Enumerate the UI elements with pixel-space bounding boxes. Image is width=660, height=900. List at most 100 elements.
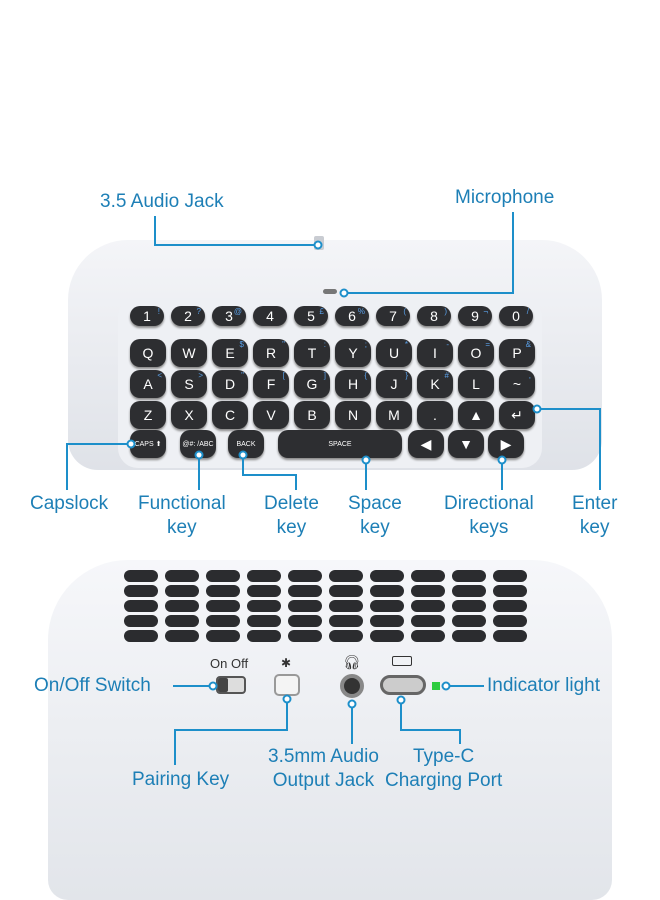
key-row1-9[interactable]: 0/ (499, 306, 533, 326)
key-label: J (390, 376, 398, 392)
key-row2-6[interactable]: U* (376, 339, 412, 367)
key-alt-label: > (198, 371, 203, 380)
key-label: R (265, 345, 277, 361)
key-row1-7[interactable]: 8) (417, 306, 451, 326)
key-row3-5[interactable]: H{ (335, 370, 371, 398)
key-row4-8[interactable]: ▲ (458, 401, 494, 429)
key-row2-1[interactable]: W (171, 339, 207, 367)
key-label: 5 (307, 308, 315, 324)
mini-key (493, 570, 527, 582)
key-row3-8[interactable]: L (458, 370, 494, 398)
key-row2-3[interactable]: R" (253, 339, 289, 367)
key-row1-2[interactable]: 3@ (212, 306, 246, 326)
key-label: 6 (348, 308, 356, 324)
label-line: key (579, 517, 610, 538)
key-row2-9[interactable]: P& (499, 339, 535, 367)
key-row2-5[interactable]: Y; (335, 339, 371, 367)
mini-key (493, 585, 527, 597)
mini-key (329, 630, 363, 642)
off-label: Off (230, 656, 249, 671)
key-left[interactable]: ◀ (408, 430, 444, 458)
mini-key (124, 570, 158, 582)
on-off-switch[interactable] (216, 676, 246, 694)
key-alt-label: # (444, 371, 449, 380)
key-row2-0[interactable]: Q (130, 339, 166, 367)
key-alt-label: ? (196, 307, 201, 316)
key-row4-5[interactable]: N (335, 401, 371, 429)
label-line: Type-C (412, 746, 475, 767)
key-row3-9[interactable]: ~, (499, 370, 535, 398)
key-row2-8[interactable]: O= (458, 339, 494, 367)
key-label: 1 (143, 308, 151, 324)
mini-key (329, 585, 363, 597)
key-row3-4[interactable]: G] (294, 370, 330, 398)
key-row1-8[interactable]: 9¬ (458, 306, 492, 326)
key-row4-4[interactable]: B (294, 401, 330, 429)
key-alt-label: ( (403, 307, 406, 316)
mini-key (288, 585, 322, 597)
key-alt-label: @ (233, 307, 242, 316)
mini-key (329, 600, 363, 612)
key-row2-7[interactable]: I- (417, 339, 453, 367)
mini-key (411, 585, 445, 597)
key-label: 4 (266, 308, 274, 324)
key-row4-0[interactable]: Z (130, 401, 166, 429)
key-label: T (307, 345, 317, 361)
key-row3-3[interactable]: F[ (253, 370, 289, 398)
callout-on-off-switch: On/Off Switch (34, 675, 151, 696)
mini-key (493, 615, 527, 627)
key-row1-6[interactable]: 7( (376, 306, 410, 326)
mini-key (329, 615, 363, 627)
key-label: D (224, 376, 236, 392)
mini-key (452, 585, 486, 597)
mini-key (206, 570, 240, 582)
key-row4-7[interactable]: . (417, 401, 453, 429)
key-alt-label: ] (323, 371, 326, 380)
mini-key (452, 615, 486, 627)
key-row1-3[interactable]: 4 (253, 306, 287, 326)
key-row1-0[interactable]: 1! (130, 306, 164, 326)
key-caps[interactable]: CAPS ⬆ (130, 430, 166, 458)
key-row4-1[interactable]: X (171, 401, 207, 429)
key-row3-0[interactable]: A< (130, 370, 166, 398)
key-label: V (266, 407, 276, 423)
key-row2-2[interactable]: E$ (212, 339, 248, 367)
callout-capslock: Capslock (30, 493, 109, 514)
key-label: ◀ (420, 435, 432, 452)
key-label: N (347, 407, 359, 423)
key-back[interactable]: BACK (228, 430, 264, 458)
callout-indicator-light: Indicator light (487, 675, 601, 696)
key-row3-6[interactable]: J} (376, 370, 412, 398)
key-label: ~ (512, 376, 522, 392)
key-row4-6[interactable]: M (376, 401, 412, 429)
key-row1-1[interactable]: 2? (171, 306, 205, 326)
mini-key (370, 570, 404, 582)
battery-icon (392, 656, 412, 666)
mini-key (493, 630, 527, 642)
key-fn[interactable]: @#: /ABC (180, 430, 216, 458)
key-label: B (307, 407, 317, 423)
key-row1-4[interactable]: 5£ (294, 306, 328, 326)
key-row4-3[interactable]: V (253, 401, 289, 429)
mini-key (206, 615, 240, 627)
mini-key (124, 585, 158, 597)
headphone-icon: 🎧︎ (343, 654, 361, 670)
key-alt-label: ¬ (483, 307, 488, 316)
mini-key (165, 615, 199, 627)
key-space[interactable]: SPACE (278, 430, 402, 458)
mini-key (247, 585, 281, 597)
key-row3-2[interactable]: D" (212, 370, 248, 398)
key-alt-label: * (404, 340, 408, 349)
key-row2-4[interactable]: T: (294, 339, 330, 367)
key-row1-5[interactable]: 6% (335, 306, 369, 326)
key-right[interactable]: ▶ (488, 430, 524, 458)
key-label: 7 (389, 308, 397, 324)
key-row3-1[interactable]: S> (171, 370, 207, 398)
pairing-key[interactable] (274, 674, 300, 696)
key-down[interactable]: ▼ (448, 430, 484, 458)
key-alt-label: ; (364, 340, 367, 349)
key-row4-9[interactable]: ↵ (499, 401, 535, 429)
key-row4-2[interactable]: C (212, 401, 248, 429)
key-row3-7[interactable]: K# (417, 370, 453, 398)
